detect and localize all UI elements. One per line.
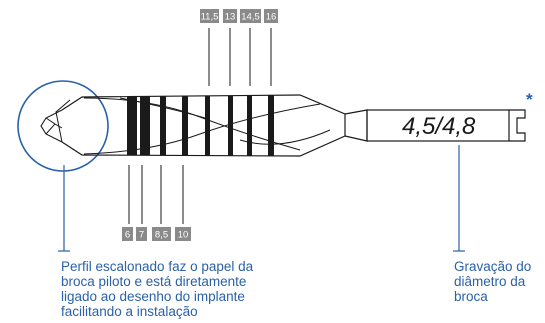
- depth-label-6: 6: [125, 230, 130, 241]
- leader-lines: [58, 145, 465, 252]
- drill-body: [40, 94, 526, 157]
- depth-label-13: 13: [225, 12, 236, 23]
- engraving-note-line-1: Gravação do: [454, 259, 532, 274]
- depth-band-13: [228, 95, 233, 156]
- depth-label-10: 10: [178, 230, 189, 241]
- depth-band-6: [127, 95, 137, 156]
- engraving-note: Gravação do diâmetro da broca: [454, 259, 544, 304]
- drill-neck: [344, 109, 368, 142]
- engraving-note-line-3: broca: [454, 289, 488, 304]
- depth-band-8-5: [160, 95, 166, 156]
- depth-label-8-5: 8,5: [155, 230, 168, 241]
- depth-bands: [127, 95, 274, 156]
- drill-shank: [366, 109, 510, 142]
- depth-label-11-5: 11,5: [201, 12, 219, 23]
- bottom-depth-badges: 6 7 8,5 10: [122, 227, 191, 241]
- depth-label-7: 7: [139, 230, 144, 241]
- flute-lines: [83, 97, 331, 155]
- depth-label-14-5: 14,5: [241, 12, 260, 23]
- diameter-engraving: 4,5/4,8: [402, 113, 476, 140]
- profile-note-line-3: ligado ao desenho do implante: [61, 289, 245, 304]
- top-depth-badges: 11,5 13 14,5 16: [200, 9, 278, 23]
- tip-magnifier-circle: [17, 80, 109, 172]
- engraving-note-line-2: diâmetro da: [454, 274, 526, 289]
- asterisk-mark: *: [526, 90, 533, 109]
- profile-note-line-4: facilitando a instalação: [61, 304, 198, 319]
- profile-note-line-1: Perfil escalonado faz o papel da: [61, 259, 254, 274]
- depth-tick-lines: [128, 28, 272, 224]
- depth-band-7: [140, 95, 150, 156]
- latch-end: [509, 109, 526, 142]
- tip-facets: [45, 99, 71, 143]
- profile-note-line-2: broca piloto e está diretamente: [61, 274, 247, 289]
- drill-tip: [40, 109, 63, 143]
- depth-band-14-5: [247, 95, 252, 156]
- depth-band-10: [182, 95, 188, 156]
- profile-note: Perfil escalonado faz o papel da broca p…: [61, 259, 311, 319]
- drill-fluted-body-outline: [61, 94, 346, 157]
- depth-band-16: [268, 95, 274, 156]
- depth-label-16: 16: [266, 12, 277, 23]
- depth-band-11-5: [205, 95, 210, 156]
